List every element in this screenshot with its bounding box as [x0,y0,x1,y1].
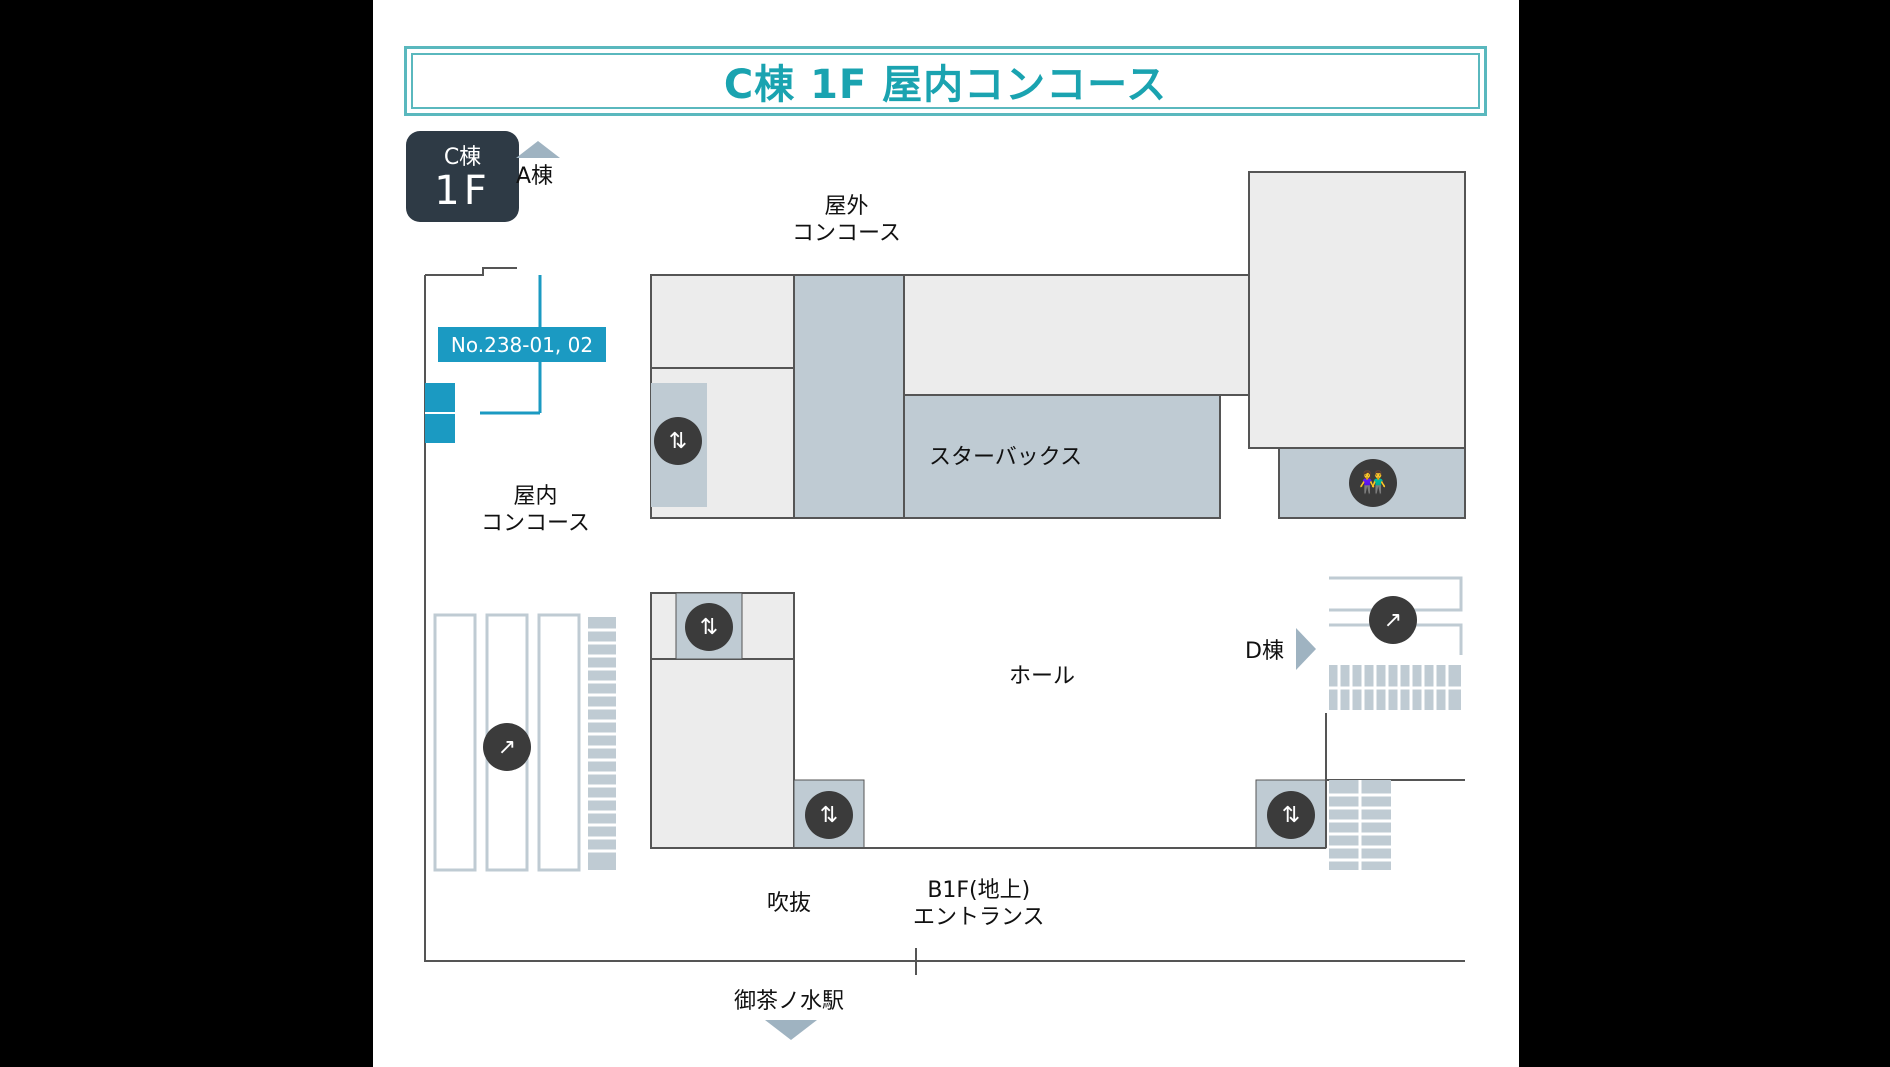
elevator-icon: ⇅ [805,791,853,839]
label-hall: ホール [1009,664,1076,689]
arrow-down-station [765,1020,817,1040]
label-a-building: A棟 [516,164,554,189]
elevator-icon: ⇅ [685,603,733,651]
label-starbucks[interactable]: スターバックス [929,445,1083,470]
label-station: 御茶ノ水駅 [734,989,845,1014]
arrow-right-d [1296,628,1316,670]
label-b1f-entrance: B1F(地上) エントランス [913,878,1045,930]
label-outdoor-concourse: 屋外 コンコース [792,194,901,246]
escalator-icon: ↗ [1369,596,1417,644]
label-atrium: 吹抜 [767,891,812,916]
arrow-up-a [516,141,560,158]
floor-badge: C棟 1F [406,131,519,222]
map-title: C棟 1F 屋内コンコース [404,46,1487,116]
floor-map-panel: C棟 1F 屋内コンコース C棟 1F [373,0,1519,1067]
label-indoor-concourse: 屋内 コンコース [481,484,590,536]
shop-number-tag[interactable]: No.238-01, 02 [438,327,606,362]
label-d-building: D棟 [1245,639,1284,664]
escalator-icon: ↗ [483,723,531,771]
badge-building: C棟 [443,145,482,170]
restroom-icon: 👫 [1349,459,1397,507]
badge-floor: 1F [434,168,491,214]
elevator-icon: ⇅ [1267,791,1315,839]
floor-plan [424,141,1466,1040]
elevator-icon: ⇅ [654,417,702,465]
